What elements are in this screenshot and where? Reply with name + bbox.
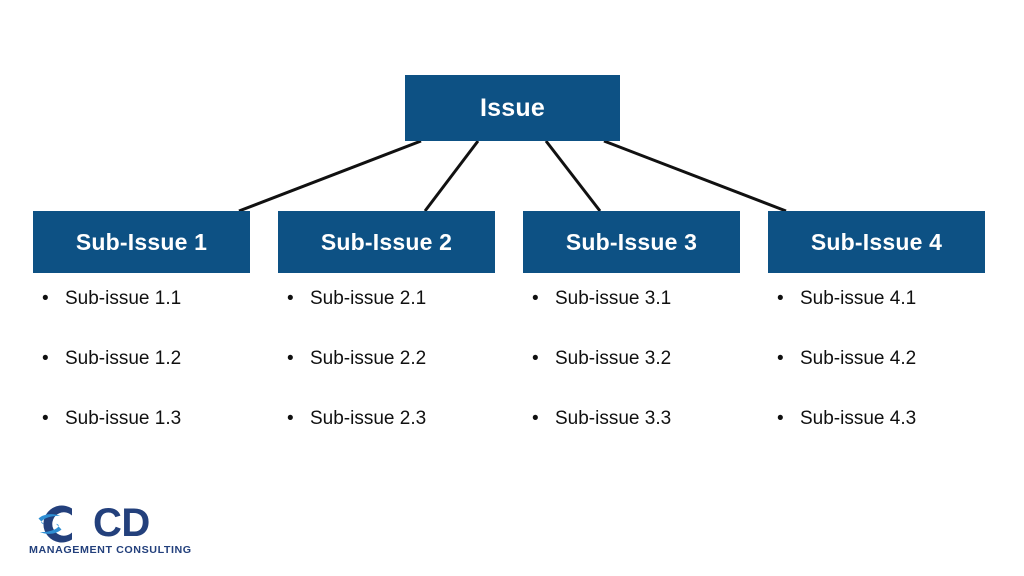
bullet-point-icon: •: [42, 348, 49, 369]
sub-issue-node-1[interactable]: Sub-Issue 1: [33, 211, 250, 273]
root-node-issue[interactable]: Issue: [405, 75, 620, 141]
list-item: • Sub-issue 1.1: [33, 288, 263, 348]
bullet-list-4: • Sub-issue 4.1 • Sub-issue 4.2 • Sub-is…: [768, 288, 998, 468]
sub-issue-node-2[interactable]: Sub-Issue 2: [278, 211, 495, 273]
bullet-point-icon: •: [287, 288, 294, 309]
company-logo: CD MANAGEMENT CONSULTING: [28, 500, 191, 562]
list-item-label: Sub-issue 2.2: [310, 348, 427, 369]
list-item: • Sub-issue 3.3: [523, 408, 753, 468]
connector-line-1: [238, 139, 422, 213]
logo-wordmark: CD: [93, 501, 150, 545]
list-item-label: Sub-issue 3.3: [555, 408, 672, 429]
list-item-label: Sub-issue 3.1: [555, 288, 672, 309]
bullet-point-icon: •: [777, 288, 784, 309]
list-item-label: Sub-issue 2.3: [310, 408, 427, 429]
bullet-point-icon: •: [777, 408, 784, 429]
list-item: • Sub-issue 4.1: [768, 288, 998, 348]
list-item-label: Sub-issue 4.3: [800, 408, 917, 429]
bullet-point-icon: •: [287, 408, 294, 429]
bullet-list-2: • Sub-issue 2.1 • Sub-issue 2.2 • Sub-is…: [278, 288, 508, 468]
bullet-point-icon: •: [777, 348, 784, 369]
connector-line-2: [423, 140, 480, 212]
bullet-point-icon: •: [42, 408, 49, 429]
list-item: • Sub-issue 1.2: [33, 348, 263, 408]
list-item: • Sub-issue 2.3: [278, 408, 508, 468]
list-item: • Sub-issue 4.2: [768, 348, 998, 408]
bullet-point-icon: •: [42, 288, 49, 309]
list-item: • Sub-issue 2.1: [278, 288, 508, 348]
sub-issue-node-label: Sub-Issue 2: [320, 228, 453, 255]
list-item-label: Sub-issue 2.1: [310, 288, 427, 309]
connector-line-3: [544, 140, 602, 212]
list-item-label: Sub-issue 1.3: [65, 408, 182, 429]
list-item-label: Sub-issue 1.2: [65, 348, 182, 369]
bullet-point-icon: •: [532, 408, 539, 429]
sub-issue-node-label: Sub-Issue 4: [810, 228, 943, 255]
bullet-point-icon: •: [532, 348, 539, 369]
list-item: • Sub-issue 1.3: [33, 408, 263, 468]
list-item-label: Sub-issue 4.1: [800, 288, 917, 309]
list-item: • Sub-issue 3.2: [523, 348, 753, 408]
logo-mark-icon: [28, 502, 88, 551]
connector-line-4: [603, 139, 787, 213]
sub-issue-node-label: Sub-Issue 3: [565, 228, 698, 255]
sub-issue-node-label: Sub-Issue 1: [75, 228, 208, 255]
root-node-label: Issue: [480, 93, 545, 122]
bullet-list-3: • Sub-issue 3.1 • Sub-issue 3.2 • Sub-is…: [523, 288, 753, 468]
list-item-label: Sub-issue 1.1: [65, 288, 182, 309]
list-item: • Sub-issue 2.2: [278, 348, 508, 408]
logo-tagline: MANAGEMENT CONSULTING: [29, 544, 192, 556]
list-item: • Sub-issue 4.3: [768, 408, 998, 468]
sub-issue-node-3[interactable]: Sub-Issue 3: [523, 211, 740, 273]
list-item: • Sub-issue 3.1: [523, 288, 753, 348]
sub-issue-node-4[interactable]: Sub-Issue 4: [768, 211, 985, 273]
bullet-list-1: • Sub-issue 1.1 • Sub-issue 1.2 • Sub-is…: [33, 288, 263, 468]
bullet-point-icon: •: [287, 348, 294, 369]
list-item-label: Sub-issue 4.2: [800, 348, 917, 369]
bullet-point-icon: •: [532, 288, 539, 309]
list-item-label: Sub-issue 3.2: [555, 348, 672, 369]
